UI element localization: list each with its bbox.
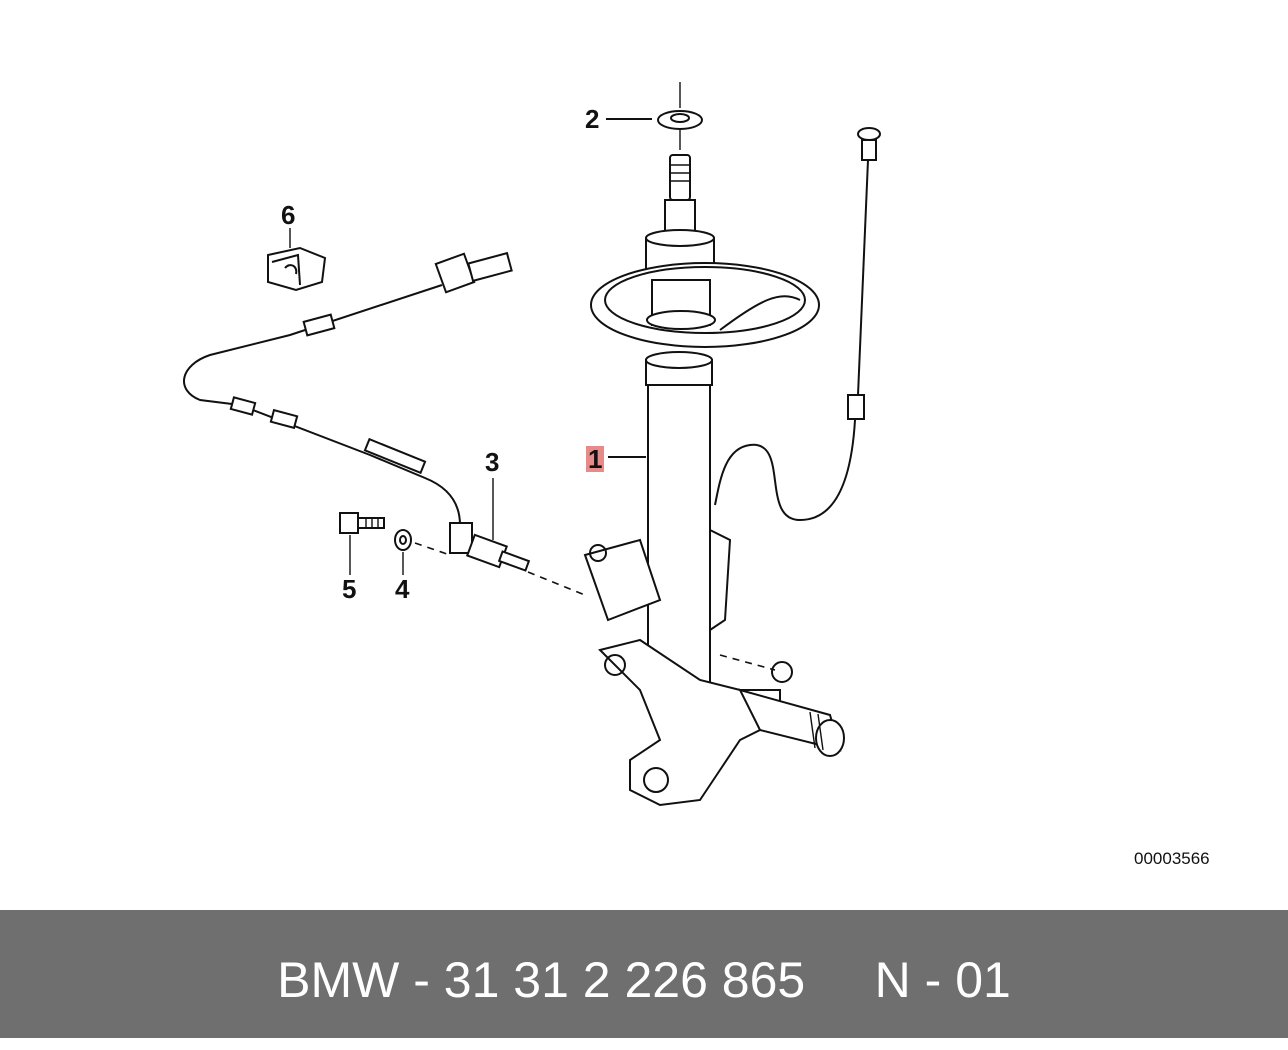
small-washer bbox=[394, 529, 451, 575]
callout-3: 3 bbox=[485, 447, 500, 477]
footer-bar: BMW - 31 31 2 226 865 N - 01 bbox=[0, 910, 1288, 1038]
bolt-part bbox=[339, 512, 385, 575]
parts-diagram bbox=[183, 82, 881, 807]
callout-6: 6 bbox=[281, 200, 296, 230]
strut-assembly bbox=[583, 154, 845, 807]
callout-4: 4 bbox=[395, 574, 410, 604]
wear-sensor-lead bbox=[714, 127, 881, 522]
callout-2: 2 bbox=[585, 104, 600, 134]
part-number-title: BMW - 31 31 2 226 865 N - 01 bbox=[277, 952, 1011, 1008]
diagram-id: 00003566 bbox=[1134, 849, 1210, 868]
speed-sensor-cable bbox=[183, 251, 586, 596]
callout-leaders bbox=[492, 118, 652, 540]
cable-clip bbox=[267, 228, 327, 292]
callout-5: 5 bbox=[342, 574, 357, 604]
washer-part bbox=[657, 82, 703, 150]
callout-1: 1 bbox=[586, 444, 605, 474]
